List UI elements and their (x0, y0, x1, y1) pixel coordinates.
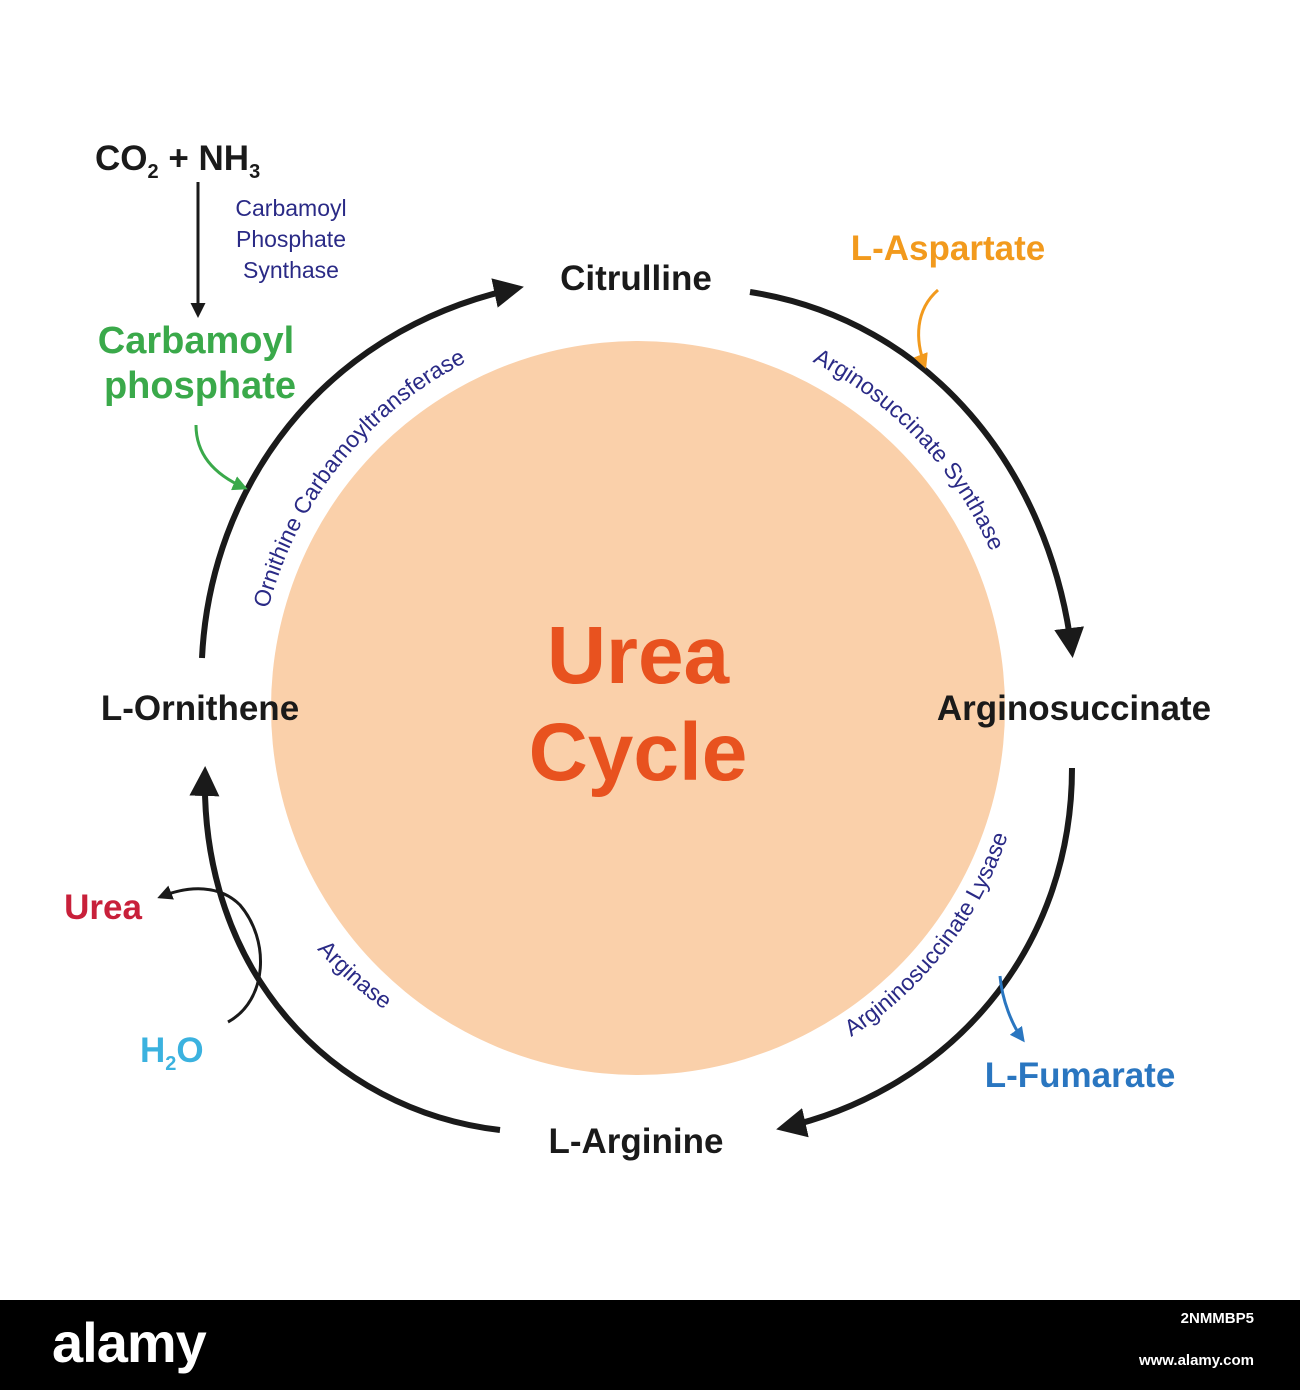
aspartate-label: L-Aspartate (851, 229, 1045, 268)
watermark-bar: alamy 2NMMBP5 www.alamy.com (0, 1300, 1300, 1390)
compound-arginine: L-Arginine (549, 1122, 724, 1161)
urea-cycle-diagram: Urea Cycle Citrulline Arginosuccinate L-… (64, 139, 1211, 1161)
fumarate-label: L-Fumarate (985, 1056, 1176, 1095)
enzyme-cps-line2: Phosphate (236, 226, 346, 252)
arrow-fumarate-out (998, 975, 1025, 1043)
carbamoyl-phosphate-line2: phosphate (104, 365, 296, 407)
carbamoyl-phosphate-line1: Carbamoyl (98, 320, 294, 362)
compound-ornithene: L-Ornithene (101, 689, 299, 728)
title-line1: Urea (547, 610, 731, 701)
central-circle (271, 341, 1005, 1075)
compound-arginosuccinate: Arginosuccinate (937, 689, 1211, 728)
arrow-citrulline-to-arginosuccinate (749, 289, 1084, 658)
arrow-arginine-to-ornithene (189, 766, 501, 1133)
arrow-carbamoyl-into-cycle (194, 424, 248, 491)
compound-citrulline: Citrulline (560, 259, 712, 298)
arrow-ornithene-to-citrulline (199, 278, 524, 659)
watermark-url: www.alamy.com (1138, 1352, 1254, 1369)
watermark-code: 2NMMBP5 (1180, 1310, 1254, 1327)
arrow-water-to-urea (157, 885, 262, 1024)
reactants-co2-nh3: CO2 + NH3 (95, 139, 260, 183)
arrow-aspartate-into-cycle (913, 288, 939, 369)
watermark-logo: alamy (52, 1311, 207, 1374)
enzyme-cps-line3: Synthase (243, 257, 339, 283)
water-label: H2O (140, 1031, 204, 1075)
urea-label: Urea (64, 888, 142, 927)
enzyme-cps-line1: Carbamoyl (235, 195, 346, 221)
title-line2: Cycle (529, 707, 748, 798)
arrow-arginosuccinate-to-arginine (776, 767, 1075, 1138)
